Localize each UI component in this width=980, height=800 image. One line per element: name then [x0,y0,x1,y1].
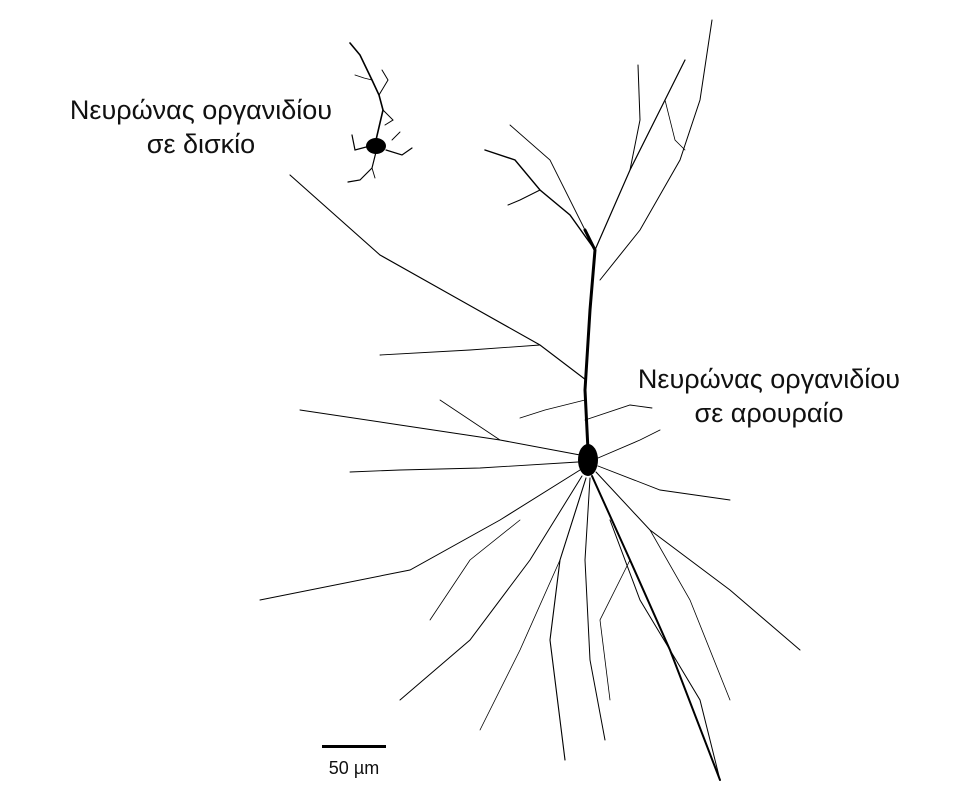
scale-bar [322,745,386,748]
dish-label-line1: Νευρώνας οργανιδίου [69,95,333,125]
rat-label-line1: Νευρώνας οργανιδίου [637,364,901,394]
dish-neuron [347,42,413,183]
rat-label-line2: σε αρουραίο [694,398,844,428]
rat-neuron [259,19,801,781]
scale-bar-label: 50 µm [328,758,380,778]
rat-neuron-label: Νευρώνας οργανιδίου σε αρουραίο [618,362,920,430]
dish-neuron-label: Νευρώνας οργανιδίου σε δισκίο [50,93,352,161]
dish-label-line2: σε δισκίο [146,129,256,159]
